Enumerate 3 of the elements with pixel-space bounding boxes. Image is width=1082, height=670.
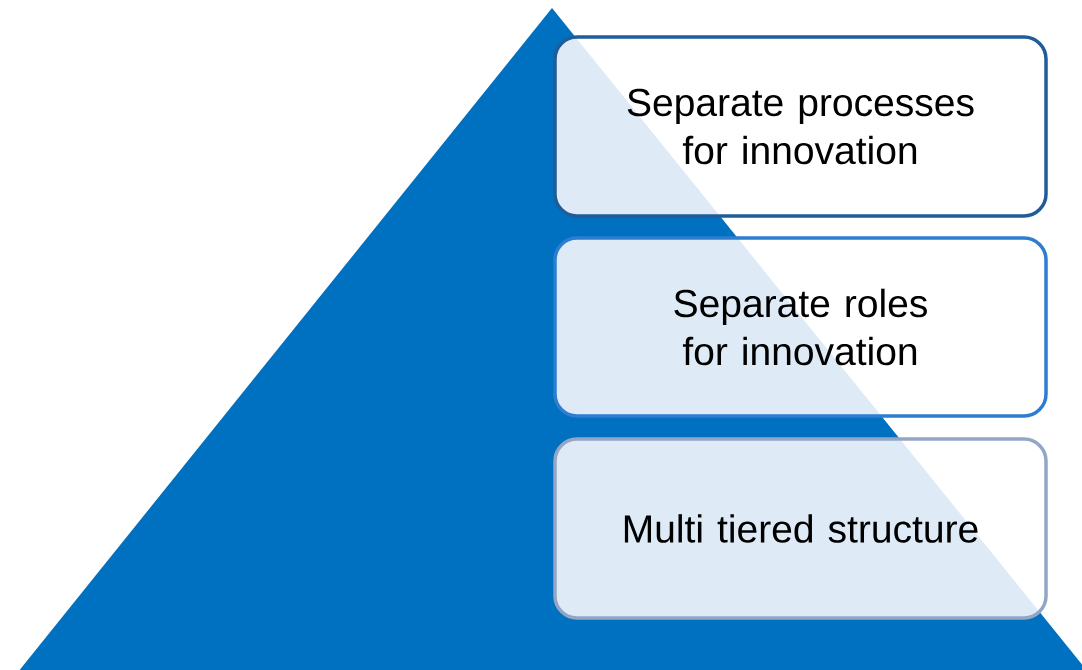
process-box: Separate processes for innovation: [553, 35, 1048, 218]
process-box: Multi tiered structure: [553, 437, 1048, 620]
process-box: Separate roles for innovation: [553, 236, 1048, 418]
